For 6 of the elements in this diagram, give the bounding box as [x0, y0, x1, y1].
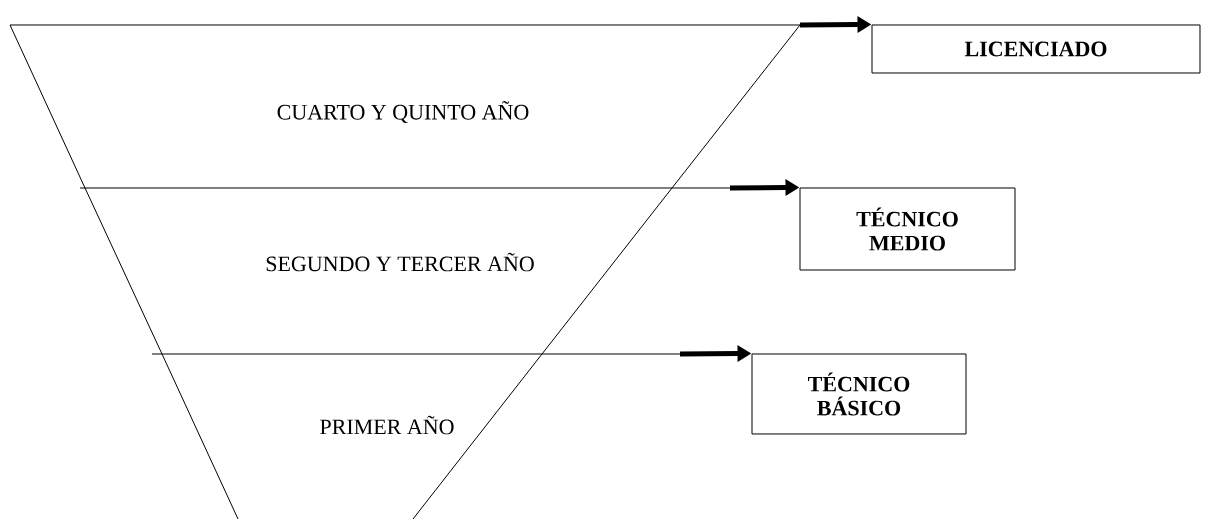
funnel-band: SEGUNDO Y TERCER AÑO	[79, 187, 731, 355]
funnel-band: CUARTO Y QUINTO AÑO	[9, 24, 801, 189]
outcome-box: LICENCIADO	[871, 24, 1201, 74]
funnel-band: PRIMER AÑO	[151, 353, 681, 519]
outcome-box: TÉCNICO MEDIO	[799, 187, 1016, 271]
outcome-box: TÉCNICO BÁSICO	[751, 353, 967, 435]
